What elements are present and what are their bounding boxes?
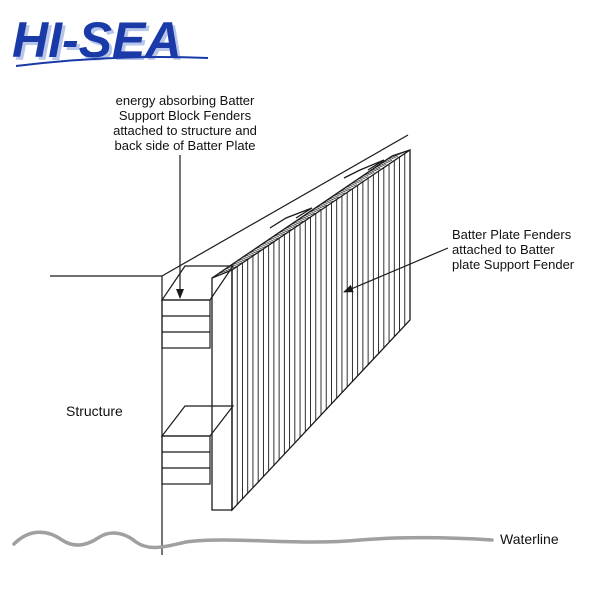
upper-block-front-face <box>161 299 211 349</box>
plate-top-hatch-line <box>319 196 339 206</box>
structure-outline <box>50 134 409 555</box>
plate-top-hatch-line <box>313 200 333 210</box>
plate-top-hatch-line <box>241 249 262 258</box>
block-fender-label-line: energy absorbing Batter <box>115 93 255 108</box>
lower-block-fender <box>160 405 235 485</box>
plate-fender-label: Batter Plate Fenders attached to Batter … <box>452 227 574 272</box>
lower-block-front-face <box>161 435 211 485</box>
lower-block-top-face <box>160 405 235 437</box>
block-fender-label: energy absorbing Batter Support Block Fe… <box>70 93 300 153</box>
hi-sea-logo: HI-SEA HI-SEA <box>12 12 209 68</box>
batter-plate-left-face <box>211 269 233 511</box>
batter-plate <box>211 148 411 512</box>
plate-top-hatch-line <box>277 224 298 234</box>
batter-plate-top-left-edge <box>211 155 393 279</box>
plate-top-hatch-line <box>235 253 256 263</box>
plate-top-hatch-line <box>253 241 274 250</box>
plate-fender-label-line: plate Support Fender <box>452 257 575 272</box>
plate-fender-leader <box>343 247 449 293</box>
plate-top-hatch-line <box>301 208 322 218</box>
top-block-left <box>269 207 313 229</box>
plate-top-hatch-line <box>229 257 250 267</box>
plate-top-hatch-line <box>223 261 244 271</box>
structure-label: Structure <box>66 403 123 419</box>
block-fender-label-line: attached to structure and <box>113 123 257 138</box>
logo-swoosh <box>15 56 209 67</box>
top-block-right <box>343 159 385 179</box>
block-fender-label-line: Support Block Fenders <box>118 108 252 123</box>
block-fender-label-line: back side of Batter Plate <box>114 138 256 153</box>
plate-top-hatch-line <box>265 233 286 242</box>
plate-top-hatch-line <box>289 216 310 226</box>
batter-plate-slats <box>217 151 406 505</box>
plate-top-hatch-line <box>259 237 280 246</box>
plate-top-hatch-line <box>295 212 316 222</box>
plate-fender-label-line: attached to Batter <box>452 242 555 257</box>
upper-block-fender <box>160 265 235 349</box>
batter-plate-top-right-edge <box>391 149 411 157</box>
waterline-label: Waterline <box>500 531 559 547</box>
waterline-wave <box>12 530 494 550</box>
plate-fender-label-line: Batter Plate Fenders <box>452 227 572 242</box>
plate-top-hatch-line <box>307 204 328 214</box>
quay-wall-top-perspective <box>161 134 409 277</box>
plate-top-hatch-line <box>217 265 239 275</box>
plate-top-hatch-line <box>247 245 268 254</box>
plate-top-hatch-line <box>283 220 304 230</box>
plate-top-hatch-line <box>271 229 292 238</box>
